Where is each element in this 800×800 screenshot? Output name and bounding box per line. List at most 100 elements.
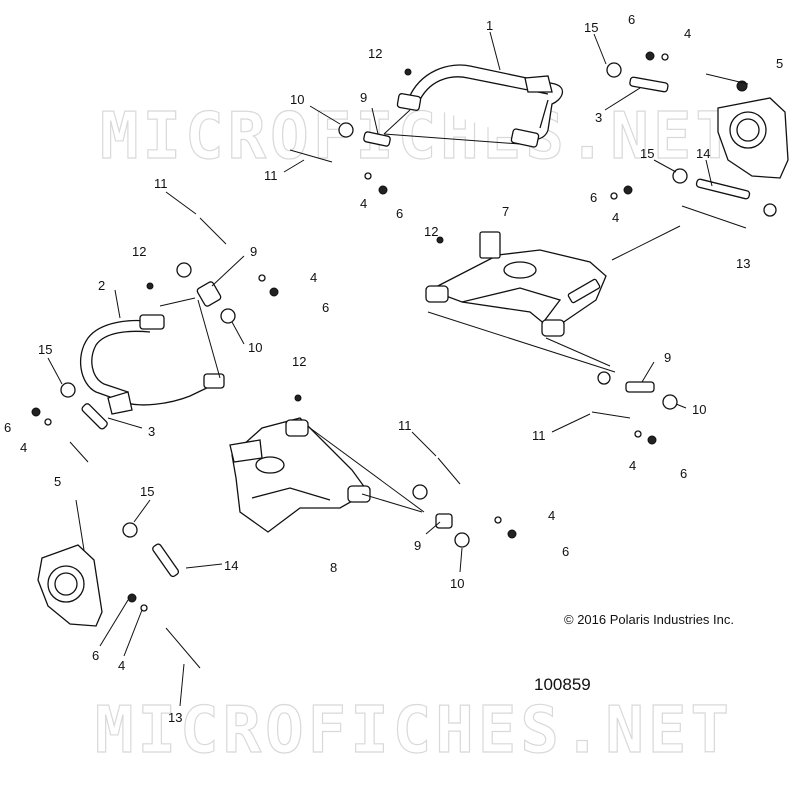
callout-11: 11: [264, 168, 278, 183]
nut-6-a: [645, 51, 655, 61]
washer-4-a: [661, 53, 669, 61]
bushing-10-d: [454, 532, 470, 548]
callout-4: 4: [684, 26, 691, 41]
callout-6: 6: [628, 12, 635, 27]
watermark-bottom: MICROFICHES.NET: [95, 694, 733, 768]
bushing-10-c: [662, 394, 678, 410]
callout-14: 14: [224, 558, 238, 573]
callout-labels: 1 2 3 3 4 4 4 4 4 4 4 4 5 5 6 6 6 6 6 6 …: [4, 12, 783, 725]
lower-a-arm-left: [229, 417, 425, 533]
callout-11: 11: [398, 418, 412, 433]
callout-10: 10: [248, 340, 262, 355]
callout-10: 10: [692, 402, 706, 417]
nut-6-c: [269, 287, 279, 297]
callout-4: 4: [20, 440, 27, 455]
bolt-5-left: [69, 441, 89, 463]
callout-6: 6: [680, 466, 687, 481]
bolt-5-right: [705, 73, 749, 85]
bushing-15-d: [60, 382, 76, 398]
figure-number: 100859: [534, 675, 591, 694]
bushing-9-d: [435, 513, 453, 529]
upper-a-arm-left: [80, 297, 225, 415]
callout-6: 6: [322, 300, 329, 315]
long-bolt-right: [681, 205, 747, 229]
grease-fitting-12-a: [404, 68, 412, 76]
grease-fitting-12-b: [146, 282, 154, 290]
callout-10: 10: [450, 576, 464, 591]
callout-12: 12: [292, 354, 306, 369]
pivot-tube-right: [629, 76, 669, 93]
callout-5: 5: [776, 56, 783, 71]
callout-3: 3: [148, 424, 155, 439]
bushing-9-c: [625, 381, 655, 393]
callout-9: 9: [414, 538, 421, 553]
upper-a-arm-right: [383, 64, 564, 148]
callout-15: 15: [640, 146, 654, 161]
bolt-11-c: [591, 411, 631, 419]
callout-15: 15: [38, 342, 52, 357]
callout-4: 4: [310, 270, 317, 285]
nut-6-e: [31, 407, 41, 417]
callout-4: 4: [118, 658, 125, 673]
callout-1: 1: [486, 18, 493, 33]
grease-fitting-12-c: [436, 236, 444, 244]
washer-4-c: [258, 274, 266, 282]
grease-fitting-12-d: [294, 394, 302, 402]
callout-leaders: [47, 31, 713, 707]
callout-4: 4: [629, 458, 636, 473]
callout-11: 11: [154, 176, 168, 191]
bushing-15-b: [176, 262, 192, 278]
washer-4-h: [140, 604, 148, 612]
pivot-shaft-left: [152, 543, 180, 578]
long-bolt-left: [165, 627, 201, 669]
callout-13: 13: [168, 710, 182, 725]
washer-4-b: [364, 172, 372, 180]
nut-6-b: [378, 185, 388, 195]
callout-9: 9: [664, 350, 671, 365]
callout-13: 13: [736, 256, 750, 271]
bushing-15-a: [606, 62, 622, 78]
callout-6: 6: [590, 190, 597, 205]
bushing-10-a: [338, 122, 354, 138]
bushing-10-b: [220, 308, 236, 324]
callout-6: 6: [92, 648, 99, 663]
callout-11: 11: [532, 428, 546, 443]
washer-4-g: [494, 516, 502, 524]
callout-9: 9: [360, 90, 367, 105]
callout-15: 15: [584, 20, 598, 35]
callout-9: 9: [250, 244, 257, 259]
washer-4-e: [44, 418, 52, 426]
washer-4-f: [634, 430, 642, 438]
copyright-notice: © 2016 Polaris Industries Inc.: [564, 612, 734, 627]
bolt-11-b: [199, 217, 227, 245]
bushing-15-c: [672, 168, 688, 184]
pivot-tube-left: [81, 403, 108, 430]
bushing-9-a: [363, 131, 391, 147]
callout-12: 12: [424, 224, 438, 239]
bushing-9-b: [196, 281, 222, 307]
callout-8: 8: [330, 560, 337, 575]
callout-12: 12: [132, 244, 146, 259]
callout-4: 4: [548, 508, 555, 523]
callout-6: 6: [4, 420, 11, 435]
nut-6-d: [623, 185, 633, 195]
bearing-carrier-left: [37, 544, 103, 627]
nut-6-g: [507, 529, 517, 539]
nut-6-f: [647, 435, 657, 445]
bushing-15-g: [597, 371, 611, 385]
callout-12: 12: [368, 46, 382, 61]
callout-4: 4: [360, 196, 367, 211]
bolt-11-d: [437, 457, 461, 485]
lower-a-arm-right: [425, 231, 616, 373]
callout-5: 5: [54, 474, 61, 489]
nut-6-h: [127, 593, 137, 603]
watermark-top: MICROFICHES.NET: [100, 100, 738, 174]
washer-4-d: [610, 192, 618, 200]
callout-3: 3: [595, 110, 602, 125]
pivot-shaft-right: [695, 178, 751, 200]
callout-4: 4: [612, 210, 619, 225]
callout-14: 14: [696, 146, 710, 161]
callout-10: 10: [290, 92, 304, 107]
bolt-11-a: [289, 149, 333, 163]
